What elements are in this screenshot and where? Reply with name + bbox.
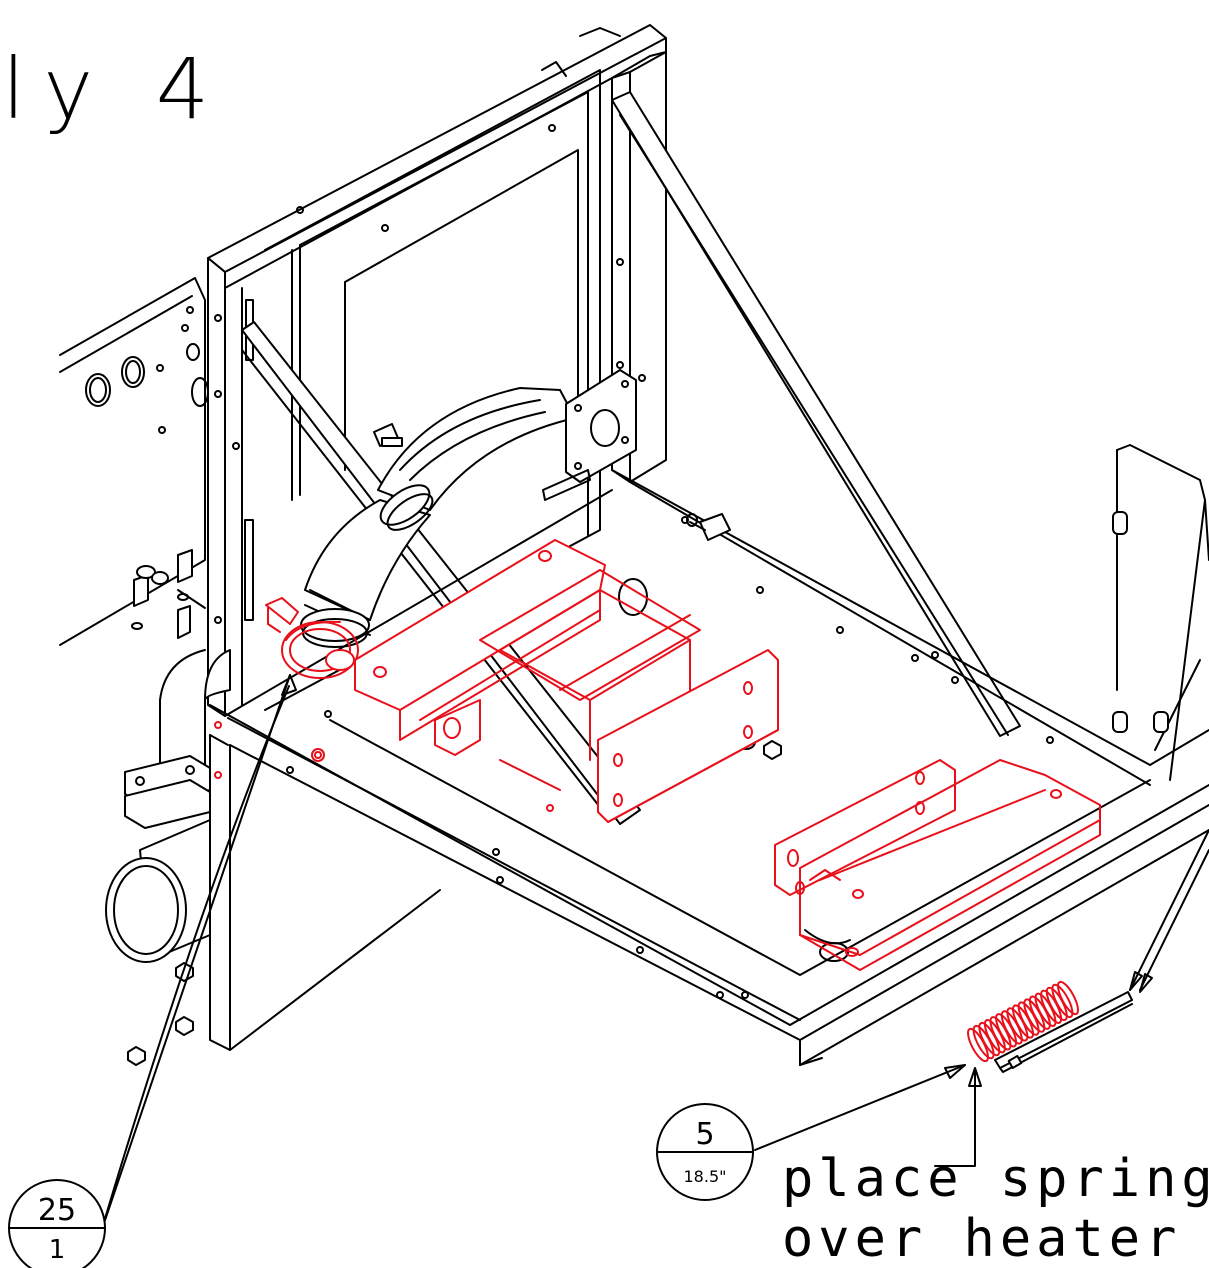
balloon-item-number: 5 <box>695 1117 714 1152</box>
assembly-note: place spring over heater <box>782 1149 1209 1268</box>
drawing-title: ly 4 <box>2 40 227 138</box>
red-heater-spring <box>967 980 1079 1063</box>
spring-coil <box>1057 980 1079 1016</box>
leader-lines <box>100 674 1209 1233</box>
balloon-quantity: 18.5" <box>684 1167 727 1186</box>
left-fittings <box>105 549 782 1066</box>
note-line-1: place spring <box>782 1149 1209 1209</box>
red-clamp-band <box>265 597 359 679</box>
balloon-item-number: 25 <box>38 1193 76 1228</box>
spring-coil <box>1051 983 1074 1019</box>
heater-rod <box>994 991 1133 1073</box>
balloon-5: 5 18.5" <box>656 1103 754 1201</box>
left-mounting-panel <box>59 277 209 646</box>
note-line-2: over heater <box>782 1209 1181 1268</box>
exhaust-elbow-pipe <box>300 369 731 648</box>
balloon-25: 25 1 <box>8 1179 106 1268</box>
upright-frame <box>207 24 1021 825</box>
red-heater-bracket <box>774 759 1101 971</box>
red-motor-mount-bracket <box>214 539 779 823</box>
balloon-quantity: 1 <box>49 1235 66 1265</box>
